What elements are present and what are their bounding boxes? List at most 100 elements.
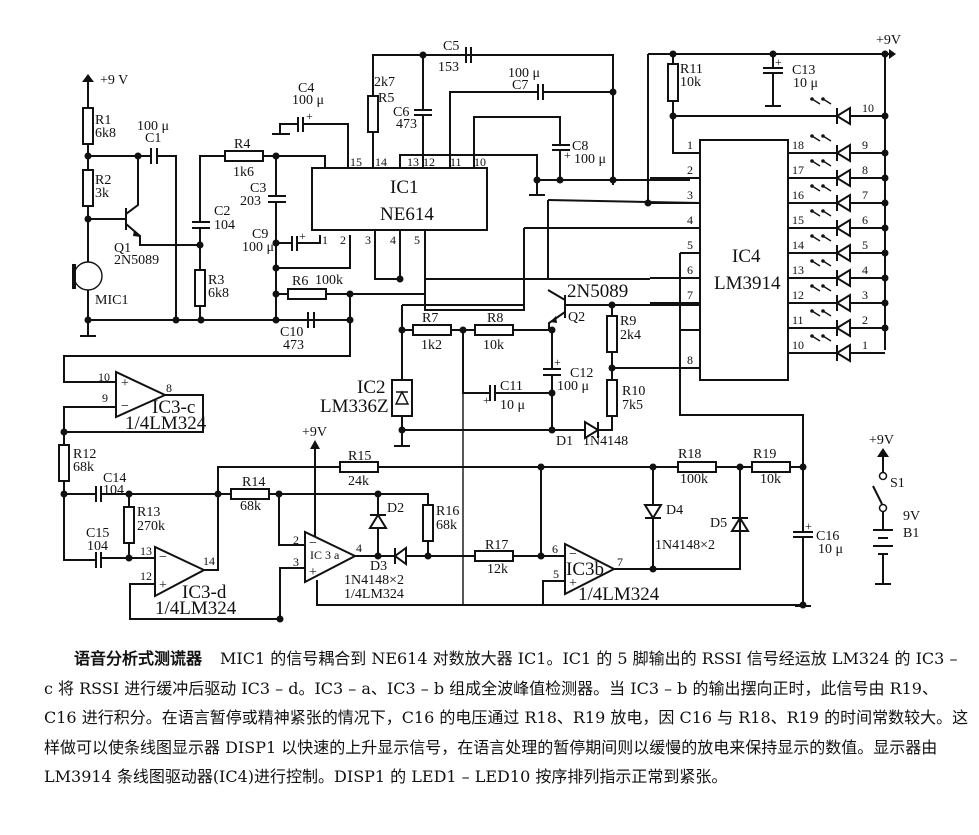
led-number: 5	[862, 238, 868, 252]
R10-ref: R10	[622, 384, 645, 399]
opamp-IC3d	[154, 545, 207, 598]
R15-ref: R15	[348, 449, 371, 464]
svg-text:+: +	[775, 55, 782, 69]
vcc-arrow-icon	[889, 49, 896, 59]
led-number: 3	[862, 288, 868, 302]
resistor-R16	[422, 504, 434, 542]
IC1-pin-label: 3	[365, 233, 371, 247]
IC3b-pin-label: 7	[617, 555, 623, 569]
IC4-pin-label: 2	[687, 163, 693, 177]
led-icon	[835, 243, 851, 263]
IC3c-pin-label: 9	[102, 391, 108, 405]
resistor-R3	[194, 269, 206, 307]
C12-value: 100 μ	[557, 379, 589, 394]
IC4-pin-label: 8	[687, 353, 693, 367]
R10-value: 7k5	[622, 398, 643, 413]
D5-ref: D5	[710, 516, 727, 531]
opamp-IC3c	[115, 370, 168, 419]
MIC1-ref: MIC1	[95, 293, 128, 308]
R14-value: 68k	[240, 499, 261, 514]
resistor-R14	[230, 488, 270, 500]
capacitor-C12	[543, 330, 561, 430]
C13-ref: C13	[792, 63, 815, 78]
capacitor-C10	[276, 312, 350, 328]
ic1-ne614: IC1 NE614 15 14 13 12 11 10 1 2 3 4 5 2k…	[311, 39, 690, 283]
R8-value: 10k	[483, 338, 504, 353]
resistor-R10	[606, 379, 618, 417]
svg-text:−: −	[159, 550, 167, 565]
capacitor-C15	[95, 552, 155, 568]
C10-ref: C10	[280, 325, 303, 340]
led-icon	[835, 268, 851, 288]
R4-value: 1k6	[233, 165, 254, 180]
C8-ref: C8	[572, 139, 588, 154]
C9-ref: C9	[252, 227, 268, 242]
C16-value: 10 μ	[818, 542, 843, 557]
R4-ref: R4	[234, 137, 250, 152]
C3-value: 203	[240, 194, 261, 209]
switch-S1[interactable]	[878, 471, 888, 481]
IC2-value: LM336Z	[320, 396, 389, 417]
C7-ref: C7	[512, 78, 528, 93]
diode-D3	[393, 546, 407, 566]
diode-D5	[730, 516, 750, 532]
R3-ref: R3	[208, 273, 224, 288]
B1-value: 9V	[903, 509, 920, 524]
IC3a-pin-label: 2	[293, 533, 299, 547]
vcc-label-ic3a: +9V	[302, 425, 327, 440]
IC3d-value: 1/4LM324	[155, 598, 237, 619]
R19-ref: R19	[753, 447, 776, 462]
svg-text:−: −	[569, 547, 577, 562]
IC2-ref: IC2	[357, 377, 386, 398]
led-number: 9	[862, 138, 868, 152]
D4-ref: D4	[666, 503, 683, 518]
R11-ref: R11	[680, 62, 703, 77]
svg-text:+: +	[564, 148, 571, 162]
C4-ref: C4	[298, 81, 314, 96]
C15-ref: C15	[86, 526, 109, 541]
R5-value: 2k7	[374, 75, 395, 90]
resistor-R12	[58, 444, 70, 482]
IC4-pin-label: 15	[792, 213, 804, 227]
led-number: 4	[862, 263, 868, 277]
R18-value: 100k	[680, 472, 708, 487]
R9-ref: R9	[620, 314, 636, 329]
IC3b-value: 1/4LM324	[578, 584, 660, 605]
led-number: 2	[862, 313, 868, 327]
IC3a-pin-label: 3	[293, 555, 299, 569]
IC4-pin-label: 17	[792, 163, 804, 177]
IC3d-pin-label: 12	[140, 569, 152, 583]
vcc-label-right: +9V	[876, 33, 901, 48]
input-stage: +9 V R1 6k8 R2 3k Q1 2N5089 100 μ C1 MIC…	[72, 73, 426, 353]
IC4-value: LM3914	[714, 273, 781, 294]
IC4-pin-label: 13	[792, 263, 804, 277]
caption-title: 语音分析式测谎器	[74, 649, 203, 668]
C13-value: 10 μ	[793, 76, 818, 91]
C16-ref: C16	[816, 529, 839, 544]
ic3c-buffer: + − 10 9 8 IC3-c 1/4LM324 R12 68k	[58, 340, 351, 561]
C15-value: 104	[87, 539, 108, 554]
ic3b-peak-detector: R17 12k − + 6 5 7 IC3b 1/4LM324 D4 D5 1N…	[474, 329, 843, 609]
resistor-R6	[287, 288, 327, 300]
IC3b-pin-label: 6	[552, 542, 558, 556]
IC1-pin-label: 11	[450, 155, 462, 169]
R16-value: 68k	[436, 518, 457, 533]
capacitor-C8	[473, 116, 570, 180]
R19-value: 10k	[760, 472, 781, 487]
capacitor-C7	[449, 84, 613, 168]
IC3b-pin-label: 5	[553, 567, 559, 581]
IC4-pin-label: 1	[687, 138, 693, 152]
vcc-label: +9 V	[100, 73, 128, 88]
R12-ref: R12	[73, 447, 96, 462]
C1-value: 100 μ	[137, 119, 169, 134]
led-icon	[835, 343, 851, 363]
R11-value: 10k	[680, 75, 701, 90]
R13-ref: R13	[137, 505, 160, 520]
circuit-schematic: +9 V R1 6k8 R2 3k Q1 2N5089 100 μ C1 MIC…	[58, 33, 920, 623]
vcc-arrow-icon	[877, 448, 889, 457]
R17-value: 12k	[487, 562, 508, 577]
capacitor-C4	[279, 117, 349, 168]
C2-value: 104	[214, 218, 235, 233]
resistor-R4	[224, 150, 264, 162]
R9-value: 2k4	[620, 328, 641, 343]
